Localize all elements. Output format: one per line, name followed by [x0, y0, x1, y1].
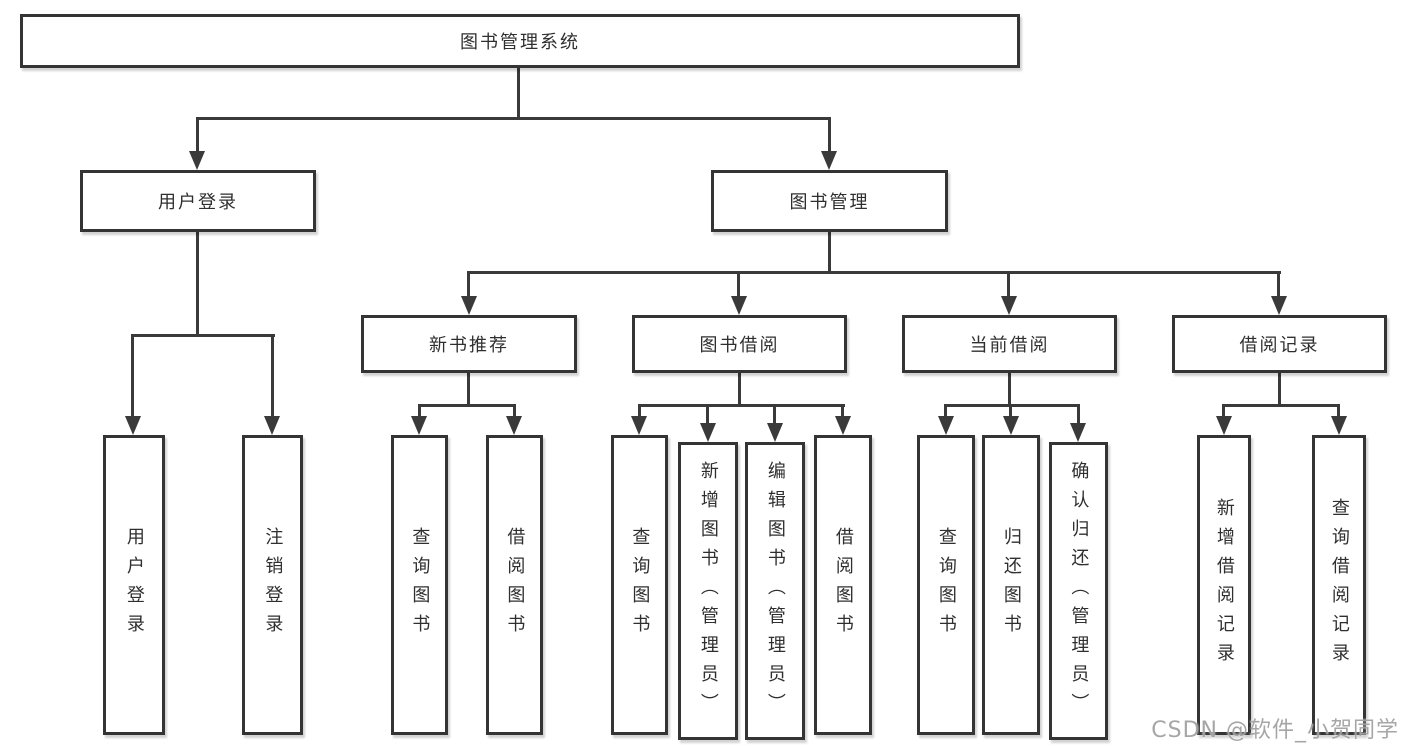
arrowhead-bb-query	[631, 416, 647, 435]
arrowhead-new-book	[461, 296, 477, 315]
node-query-borrow-record: 查询借阅记录	[1312, 435, 1366, 735]
connector-drop-bb-borrow	[841, 404, 844, 418]
node-label: 查询借阅记录	[1328, 498, 1350, 672]
connector-drop-borrow-records	[1277, 271, 1280, 298]
arrowhead-user-login-group	[189, 151, 205, 170]
node-query-books-newrec: 查询图书	[391, 435, 448, 735]
connector-drop-cb-return	[1009, 404, 1012, 418]
node-label: 图书管理	[789, 192, 870, 213]
node-label: 注销登录	[262, 527, 284, 643]
node-label: 查询图书	[935, 527, 957, 643]
connector-drop-nb-query	[418, 404, 421, 418]
connector-drop-book-borrow	[737, 271, 740, 298]
node-label: 查询图书	[409, 527, 431, 643]
node-edit-books-admin: 编辑图书（管理员）	[745, 442, 805, 740]
node-borrow-books-newrec: 借阅图书	[486, 435, 543, 735]
connector-drop-book-management	[828, 117, 831, 153]
arrowhead-current-borrow	[1001, 296, 1017, 315]
connector-drop-bb-query	[638, 404, 641, 418]
connector-drop-current-borrow	[1007, 271, 1010, 298]
connector-drop-cb-confirm	[1077, 404, 1080, 425]
connector-currentborrow-hbar	[944, 404, 1080, 407]
connector-bookborrow-stem	[738, 373, 741, 407]
arrowhead-borrow-records	[1271, 296, 1287, 315]
arrowhead-br-query	[1331, 416, 1347, 435]
arrowhead-bb-borrow	[835, 416, 851, 435]
arrowhead-br-add	[1216, 416, 1232, 435]
connector-drop-logout	[271, 334, 274, 418]
connector-drop-nb-borrow	[513, 404, 516, 418]
arrowhead-cb-confirm	[1070, 423, 1086, 442]
node-book-management-system: 图书管理系统	[20, 14, 1020, 68]
node-current-borrowing: 当前借阅	[902, 315, 1117, 373]
node-confirm-return-admin: 确认归还（管理员）	[1049, 442, 1108, 740]
connector-drop-br-add	[1222, 404, 1225, 418]
arrowhead-bb-edit	[767, 423, 783, 442]
connector-drop-bb-edit	[773, 404, 776, 425]
node-label: 新书推荐	[429, 335, 509, 356]
node-label: 确认归还（管理员）	[1068, 460, 1090, 722]
node-query-books-current: 查询图书	[917, 435, 975, 735]
node-book-management: 图书管理	[711, 170, 948, 232]
arrowhead-nb-borrow	[506, 416, 522, 435]
node-user-login-group: 用户登录	[80, 170, 316, 232]
arrowhead-nb-query	[411, 416, 427, 435]
arrowhead-book-borrow	[731, 296, 747, 315]
connector-root-stem	[517, 68, 520, 120]
connector-user-login-stem	[196, 232, 199, 337]
node-label: 编辑图书（管理员）	[764, 460, 786, 722]
connector-root-hbar	[196, 117, 831, 120]
connector-drop-br-query	[1337, 404, 1340, 418]
connector-drop-user-login-group	[196, 117, 199, 153]
node-label: 图书借阅	[699, 335, 780, 356]
node-add-books-admin: 新增图书（管理员）	[678, 442, 738, 740]
arrowhead-logout	[264, 416, 280, 435]
connector-bookborrow-hbar	[638, 404, 845, 407]
connector-drop-bb-add	[706, 404, 709, 425]
arrowhead-bb-add	[700, 423, 716, 442]
node-label: 查询图书	[629, 527, 651, 643]
connector-records-hbar	[1222, 404, 1340, 407]
node-label: 用户登录	[158, 192, 238, 213]
arrowhead-cb-return	[1003, 416, 1019, 435]
node-add-borrow-record: 新增借阅记录	[1197, 435, 1251, 735]
node-query-books-borrow: 查询图书	[611, 435, 668, 735]
connector-drop-new-book	[467, 271, 470, 298]
connector-drop-cb-query	[944, 404, 947, 418]
node-label: 借阅图书	[832, 527, 854, 643]
connector-newbook-hbar	[418, 404, 516, 407]
node-label: 图书管理系统	[460, 32, 580, 53]
connector-book-mgmt-stem	[828, 232, 831, 274]
connector-drop-user-login	[131, 334, 134, 418]
node-label: 借阅记录	[1239, 335, 1320, 356]
node-logout: 注销登录	[242, 435, 303, 735]
arrowhead-book-management	[821, 151, 837, 170]
connector-records-stem	[1278, 373, 1281, 407]
node-return-books: 归还图书	[982, 435, 1040, 735]
connector-newbook-stem	[467, 373, 470, 407]
csdn-watermark: CSDN @软件_小贺同学	[1151, 718, 1399, 743]
node-label: 新增图书（管理员）	[697, 460, 719, 722]
arrowhead-cb-query	[938, 416, 954, 435]
node-label: 当前借阅	[969, 335, 1050, 356]
connector-user-login-hbar	[131, 334, 275, 337]
node-new-book-recommend: 新书推荐	[361, 315, 577, 373]
node-user-login: 用户登录	[103, 435, 165, 735]
arrowhead-user-login	[125, 416, 141, 435]
node-borrowing-records: 借阅记录	[1172, 315, 1387, 373]
node-label: 借阅图书	[504, 527, 526, 643]
node-label: 新增借阅记录	[1213, 498, 1235, 672]
node-book-borrowing: 图书借阅	[632, 315, 847, 373]
node-label: 用户登录	[123, 527, 145, 643]
connector-currentborrow-stem	[1008, 373, 1011, 407]
node-label: 归还图书	[1000, 527, 1022, 643]
node-borrow-books-borrow: 借阅图书	[814, 435, 872, 735]
connector-book-mgmt-hbar	[467, 271, 1281, 274]
